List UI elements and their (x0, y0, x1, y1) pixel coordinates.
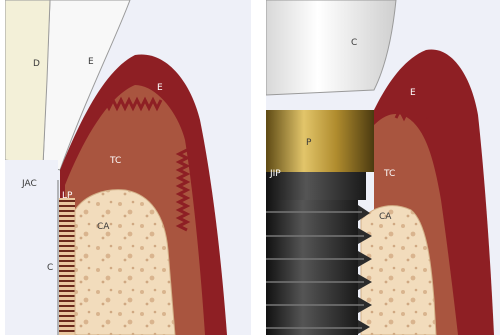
label-connective-tissue: TC (109, 156, 121, 166)
label-enamel: E (88, 57, 94, 67)
natural-tooth-diagram: D E E JAC TC LP CA C (5, 0, 251, 335)
label-crown: C (351, 38, 357, 48)
label-dentin: D (33, 59, 40, 69)
implant-body (266, 200, 372, 335)
label-periodontal-ligament: LP (62, 191, 73, 201)
label-connective-tissue: TC (383, 169, 395, 179)
label-alveolar-crest: CA (97, 222, 110, 232)
label-alveolar-crest: CA (379, 212, 392, 222)
dentin-shape (5, 0, 50, 165)
crown-shape (266, 0, 396, 95)
label-epithelium: E (157, 83, 163, 93)
label-epithelium: E (410, 88, 416, 98)
label-junction: JIP (269, 169, 281, 179)
label-abutment: P (306, 138, 312, 148)
implant-diagram: C E P JIP TC CA (266, 0, 500, 335)
abutment-shape (266, 110, 374, 172)
label-junction: JAC (21, 179, 37, 189)
implant-collar (266, 172, 366, 200)
label-cementum: C (47, 263, 53, 273)
periodontal-ligament-shape (59, 198, 75, 335)
